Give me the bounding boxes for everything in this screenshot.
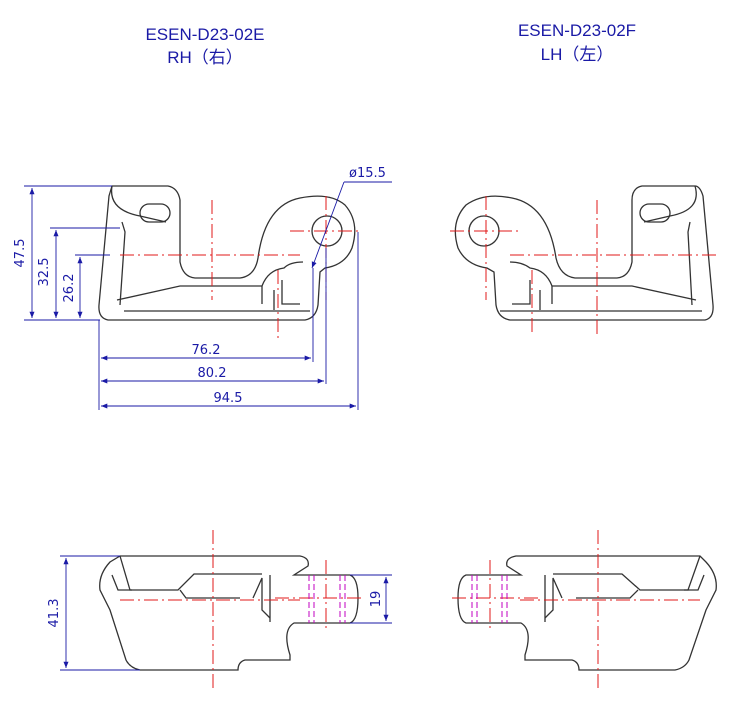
rh-side-label: RH（右） <box>167 48 243 67</box>
lh-front-view <box>454 185 714 321</box>
rh-front-outline <box>98 185 356 321</box>
dim-width-1: 76.2 <box>192 343 221 358</box>
dim-height-total: 47.5 <box>13 239 28 268</box>
dim-height-mid: 32.5 <box>37 258 52 287</box>
dim-tab-width: 19 <box>369 591 384 608</box>
rh-front-dimensions <box>24 181 392 410</box>
dim-thickness: 41.3 <box>47 599 62 628</box>
dim-height-low: 26.2 <box>62 274 77 303</box>
dim-hole-diameter: ø15.5 <box>349 166 386 181</box>
lh-bottom-hidden-lines <box>471 575 508 623</box>
dim-width-2: 80.2 <box>198 366 227 381</box>
lh-front-outline <box>454 185 714 321</box>
rh-part-code: ESEN-D23-02E <box>145 25 265 44</box>
rh-bottom-centerlines <box>120 530 362 690</box>
lh-front-centerlines <box>450 196 720 335</box>
lh-bottom-outline <box>457 555 717 671</box>
lh-side-label: LH（左） <box>540 45 614 64</box>
lh-bottom-view <box>457 555 717 671</box>
dim-width-3: 94.5 <box>214 391 243 406</box>
rh-front-view <box>98 185 356 321</box>
lh-bottom-centerlines <box>452 530 700 690</box>
rh-bottom-outline <box>99 555 359 671</box>
lh-part-code: ESEN-D23-02F <box>517 21 637 40</box>
rh-bottom-dimensions <box>60 555 392 671</box>
rh-bottom-view <box>99 555 359 671</box>
rh-bottom-hidden-lines <box>308 575 346 623</box>
